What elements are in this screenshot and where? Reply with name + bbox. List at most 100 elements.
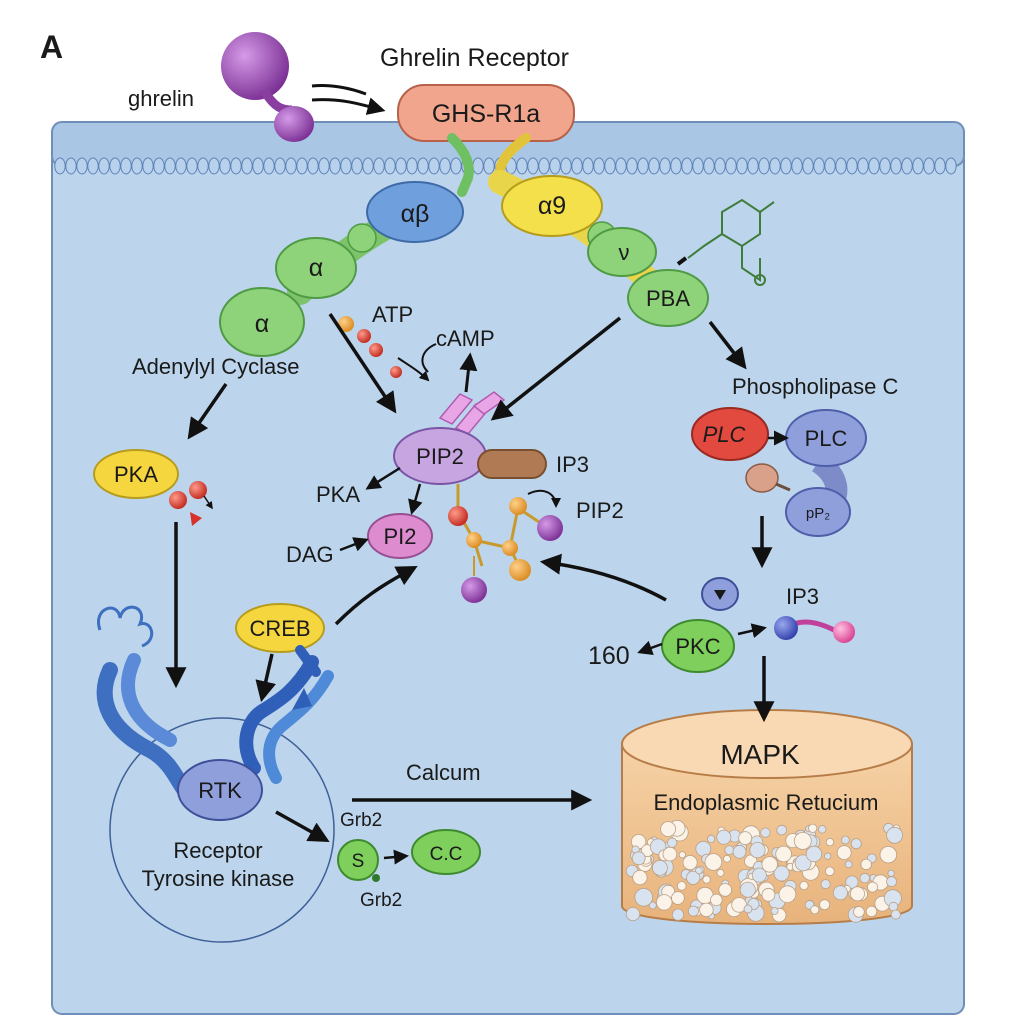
g-alpha-beta-subunit: [366, 181, 464, 243]
er-vesicle: [853, 906, 865, 918]
er-vesicle: [794, 854, 812, 872]
er-vesicle: [656, 894, 673, 911]
rtk-label: RTK: [198, 778, 242, 803]
er-vesicle: [799, 880, 809, 891]
arrow-pip2-to-pi2: [408, 483, 423, 515]
s-node-label: S: [352, 851, 365, 872]
pkc-small-marker: [714, 590, 726, 600]
lipid-head: [692, 157, 704, 175]
lipid-head: [681, 157, 693, 175]
er-vesicle: [751, 867, 767, 883]
ip3-capsule: [477, 449, 547, 479]
atp-molecules: [338, 316, 402, 378]
lipid-head: [747, 157, 759, 175]
lipid-head: [714, 157, 726, 175]
ip3-right-label: IP3: [786, 584, 819, 609]
lipid-head: [197, 157, 209, 175]
ghs-r1a-label: GHS-R1a: [432, 100, 540, 128]
lipid-head: [670, 157, 682, 175]
er-vesicle: [706, 834, 716, 844]
arrow-pkc-to-lipid: [539, 553, 667, 602]
pip2-channel-shapes: [438, 391, 506, 435]
g-alpha-bottom-subunit: [219, 287, 305, 357]
er-vesicle: [886, 876, 897, 887]
lipid-head: [582, 157, 594, 175]
er-vesicle: [710, 893, 723, 907]
g-alpha9-subunit: [501, 175, 603, 237]
lipid-head: [109, 157, 121, 175]
lipid-head: [164, 157, 176, 175]
lipid-head: [802, 157, 814, 175]
er-vesicle: [761, 887, 776, 902]
er-vesicle: [818, 825, 827, 834]
er-vesicle: [716, 869, 725, 877]
lipid-head: [131, 157, 143, 175]
lipid-head: [637, 157, 649, 175]
lipid-molecule: [448, 484, 563, 603]
creb-label: CREB: [249, 616, 310, 641]
er-vesicle: [860, 858, 872, 871]
g-nu-subunit: [587, 227, 657, 277]
arrow-s-to-cc: [383, 849, 409, 865]
lipid-head: [538, 157, 550, 175]
lipid-head: [186, 157, 198, 175]
endoplasmic-reticulum: [621, 709, 913, 925]
atp-to-camp-arrow: [397, 357, 430, 382]
lipid-head: [362, 157, 374, 175]
lipid-head: [648, 157, 660, 175]
lipid-head: [208, 157, 220, 175]
er-vesicle: [845, 875, 859, 889]
g-alpha-mid-label: α: [309, 254, 323, 282]
er-vesicle-texture: [625, 819, 903, 923]
lipid-head: [175, 157, 187, 175]
g-alpha-mid-subunit: [275, 237, 357, 299]
er-vesicle: [820, 879, 831, 890]
er-vesicle: [819, 899, 831, 911]
lipid-head: [824, 157, 836, 175]
arrow-pkc-to-160: [637, 640, 663, 655]
lipid-head: [571, 157, 583, 175]
lipid-head: [758, 157, 770, 175]
er-vesicle: [671, 908, 685, 921]
er-vesicle: [678, 851, 686, 859]
lipid-head: [912, 157, 924, 175]
g-alpha-beta-label: αβ: [401, 200, 430, 228]
camp-curve: [421, 343, 437, 373]
arrow-galpha-to-pip2: [328, 313, 397, 414]
lipid-head: [384, 157, 396, 175]
arrow-dag-to-pi2: [339, 537, 369, 552]
lipid-head: [725, 157, 737, 175]
arrow-pip2-to-pka: [365, 466, 401, 490]
lipid-head: [219, 157, 231, 175]
er-vesicle: [810, 905, 820, 915]
arrow-creb-to-lipid: [334, 566, 418, 626]
ip3-molecule: [774, 616, 855, 643]
er-vesicle: [682, 855, 698, 871]
rtk-caption-line2: Tyrosine kinase: [142, 866, 295, 891]
calcum-label: Calcum: [406, 760, 481, 785]
cc-node-label: C.C: [430, 844, 463, 865]
er-vesicle: [867, 881, 879, 893]
lipid-head: [285, 157, 297, 175]
er-vesicle: [671, 891, 685, 905]
er-vesicle: [702, 875, 711, 884]
lipid-head: [274, 157, 286, 175]
lipid-head: [395, 157, 407, 175]
lipid-head: [791, 157, 803, 175]
lipid-head: [120, 157, 132, 175]
er-vesicle: [808, 823, 818, 833]
er-vesicle: [770, 907, 779, 915]
num-160-label: 160: [588, 642, 630, 670]
rtk-domain-circle: [109, 717, 335, 943]
er-vesicle: [775, 845, 792, 863]
er-vesicle: [836, 845, 852, 860]
er-vesicle: [687, 905, 699, 917]
ip3-top-label: IP3: [556, 452, 589, 477]
er-label: Endoplasmic Retucium: [654, 790, 879, 815]
lipid-head: [736, 157, 748, 175]
er-vesicle: [704, 853, 723, 871]
lipid-head: [549, 157, 561, 175]
er-vesicle: [632, 869, 648, 886]
lipid-head: [483, 157, 495, 175]
er-vesicle: [859, 872, 871, 884]
